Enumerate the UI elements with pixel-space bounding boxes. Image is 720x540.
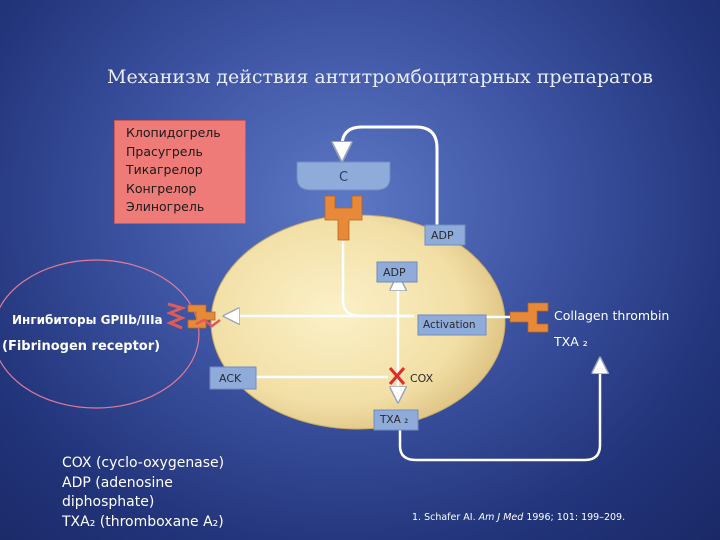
fibrinogen-receptor-label: (Fibrinogen receptor): [2, 339, 161, 354]
adp-feedback-loop: [342, 125, 439, 245]
fibrinogen-link-2: [195, 318, 221, 328]
txa-feedback-loop: [398, 360, 600, 462]
reference-citation: 1. Schafer AI. Am J Med 1996; 101: 199–2…: [412, 512, 625, 523]
page-title: Механизм действия антитромбоцитарных пре…: [107, 66, 653, 88]
legend-line: COX (cyclo-oxygenase): [62, 455, 225, 471]
ack-box: [209, 366, 257, 390]
activation-box: [417, 314, 487, 336]
reference-details: 1996; 101: 199–209.: [523, 512, 626, 523]
drug-item: Клопидогрель: [126, 125, 221, 140]
ack-label: ACK: [219, 372, 242, 385]
inhibitor-circle: [0, 259, 200, 409]
gp-inhibitors-label: Ингибиторы GPIIb/IIIa: [12, 313, 163, 327]
cox-label: COX: [410, 372, 434, 385]
drug-item: Прасугрель: [126, 143, 203, 159]
drug-item: Элиногрель: [126, 199, 205, 214]
collagen-thrombin-label: Collagen thrombin: [554, 308, 670, 323]
reference-journal: Am J Med: [478, 512, 524, 523]
legend-line: ADP (adenosine: [62, 474, 173, 491]
txa-inside-box: [373, 409, 419, 431]
reference-author: 1. Schafer AI.: [412, 512, 479, 523]
receptor-top-orange: [324, 195, 363, 241]
cox-inhibition-x: [388, 367, 406, 385]
drug-item: Конгрелор: [126, 180, 197, 196]
fibrinogen-link: [166, 302, 187, 330]
drug-list-box: Клопидогрель Прасугрель Тикагрелор Конгр…: [114, 120, 246, 224]
receptor-right-orange: [509, 302, 549, 333]
receptor-left-orange: [187, 304, 216, 329]
adp-inside-label: ADP: [383, 266, 406, 279]
legend-line: diphosphate): [62, 494, 155, 510]
receptor-c-label: C: [339, 170, 349, 185]
activation-label: Activation: [423, 319, 476, 331]
drug-item: Тикагрелор: [126, 162, 203, 177]
abbreviation-legend: COX (cyclo-oxygenase) ADP (adenosine dip…: [62, 454, 262, 532]
adp-inside-box: [376, 261, 418, 283]
adp-outside-box: [424, 224, 466, 246]
txa-outside-label: TXA ₂: [554, 334, 588, 349]
legend-line: TXA₂ (thromboxane A₂): [62, 513, 224, 530]
txa-inside-label: TXA ₂: [380, 414, 409, 426]
receptor-c-shape: [296, 161, 391, 191]
adp-outside-label: ADP: [431, 229, 454, 242]
